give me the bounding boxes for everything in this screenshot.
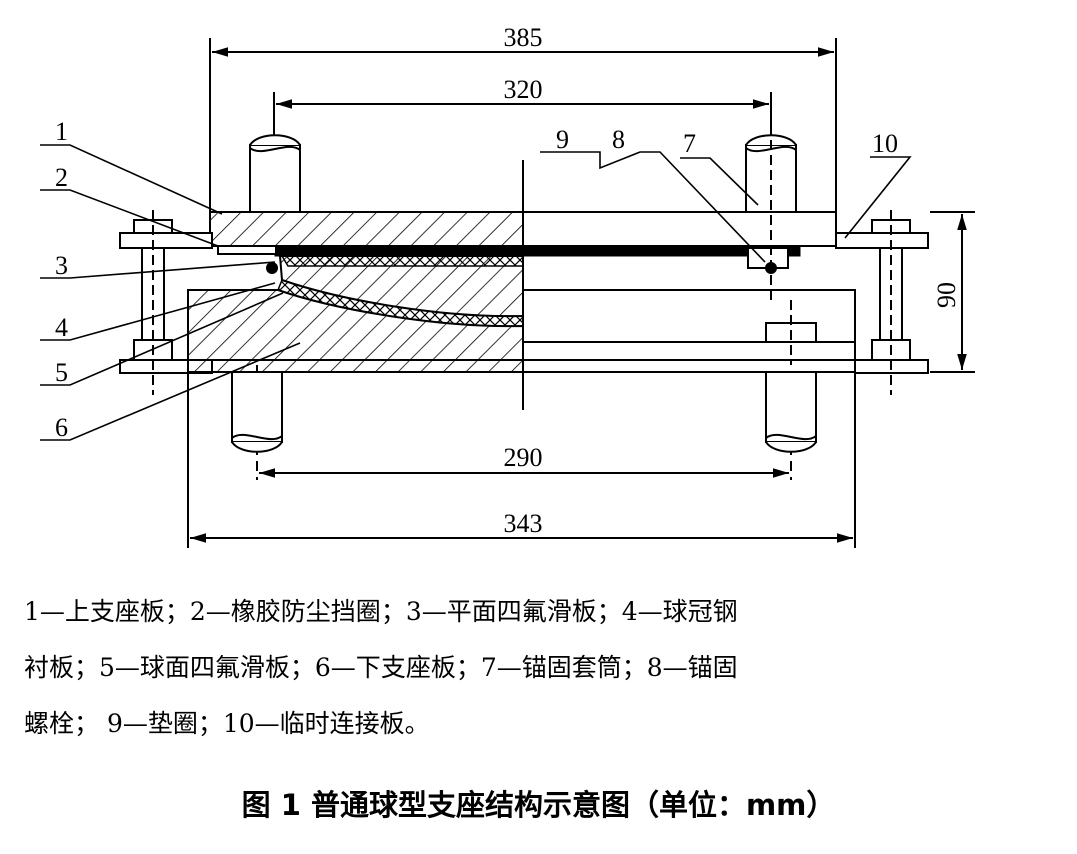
- dimension-90: 90: [932, 282, 961, 308]
- part-label-2: 2: [55, 163, 68, 192]
- part-label-4: 4: [55, 313, 68, 342]
- part-label-5: 5: [55, 358, 68, 387]
- part-label-3: 3: [55, 251, 68, 280]
- part-label-1: 1: [55, 117, 68, 146]
- legend-line: 螺栓； 9—垫圈；10—临时连接板。: [24, 709, 430, 738]
- rubber-dust-ring: [217, 245, 277, 255]
- liner-plate-band: [280, 255, 524, 267]
- connecting-bolt-left: [133, 210, 173, 395]
- lower-bearing-plate: [187, 289, 856, 373]
- legend-line: 1—上支座板；2—橡胶防尘挡圈；3—平面四氟滑板；4—球冠钢: [24, 597, 738, 626]
- planar-ptfe-sliding-plate: [274, 245, 801, 257]
- dimension-385: 385: [504, 23, 543, 52]
- part-label-9: 9: [556, 125, 569, 154]
- upper-bearing-plate: [209, 211, 837, 247]
- dimension-320: 320: [504, 75, 543, 104]
- anchor-sleeve-bottom-right: [765, 371, 817, 453]
- figure-caption: 图 1 普通球型支座结构示意图（单位：mm）: [241, 788, 836, 822]
- dimension-343: 343: [504, 509, 543, 538]
- washer: [765, 300, 817, 365]
- legend-line: 衬板；5—球面四氟滑板；6—下支座板；7—锚固套筒；8—锚固: [24, 653, 738, 682]
- part-label-6: 6: [55, 413, 68, 442]
- bearing-structure-drawing: 385 320 290 343 90: [40, 23, 975, 548]
- dimension-290: 290: [504, 443, 543, 472]
- parts-legend: 1—上支座板；2—橡胶防尘挡圈；3—平面四氟滑板；4—球冠钢 衬板；5—球面四氟…: [24, 584, 1054, 752]
- part-label-7: 7: [683, 129, 696, 158]
- part-label-10: 10: [872, 129, 898, 158]
- anchor-sleeve-top-left: [249, 134, 301, 213]
- anchor-sleeve-bottom-left: [231, 371, 283, 453]
- anchor-bolt: [747, 140, 789, 300]
- connecting-bolt-right: [871, 210, 911, 395]
- part-label-8: 8: [612, 125, 625, 154]
